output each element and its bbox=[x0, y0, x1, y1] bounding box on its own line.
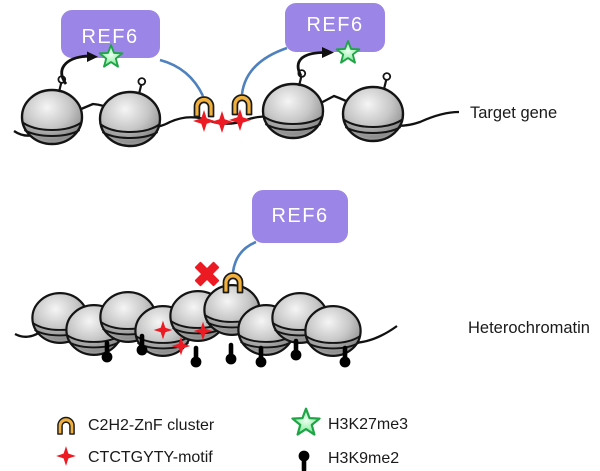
connector-line-left bbox=[159, 58, 205, 97]
connector-line-blocked bbox=[231, 240, 257, 273]
c2h2-znf-cluster-icon bbox=[231, 94, 253, 116]
ref6-label: REF6 bbox=[306, 14, 363, 36]
h3k27me3-icon bbox=[291, 407, 321, 436]
legend-label-h3k9me2: H3K9me2 bbox=[328, 450, 399, 467]
binding-arrow-right-head bbox=[322, 47, 334, 58]
ref6-label: REF6 bbox=[271, 205, 328, 227]
nucleosome bbox=[341, 85, 405, 143]
blocked-cross-icon bbox=[194, 261, 220, 287]
target-gene-diagram: REF6 REF6 Target gene bbox=[13, 3, 557, 148]
ctctgyty-motif-icon bbox=[56, 446, 76, 466]
connector-line-right bbox=[240, 46, 288, 95]
nucleosome bbox=[261, 82, 325, 140]
binding-arrow-left bbox=[60, 54, 88, 85]
target-gene-label: Target gene bbox=[470, 104, 557, 122]
legend: C2H2-ZnF cluster CTCTGYTY-motif H3K27me3… bbox=[56, 407, 408, 470]
legend-label-h3k27me3: H3K27me3 bbox=[328, 416, 408, 433]
h3k9me2-pin-icon bbox=[191, 348, 202, 367]
legend-item-h3k9me2: H3K9me2 bbox=[299, 450, 399, 470]
binding-arrow-right bbox=[296, 51, 324, 77]
histone-tail-icon bbox=[137, 76, 147, 96]
ref6-box bbox=[252, 190, 348, 243]
legend-item-h3k27me3: H3K27me3 bbox=[291, 407, 408, 436]
nucleosome bbox=[20, 88, 84, 146]
heterochromatin-label: Heterochromatin bbox=[468, 319, 590, 337]
nucleosome bbox=[98, 90, 162, 148]
heterochromatin-diagram: REF6 Heterochromatin bbox=[14, 190, 590, 367]
legend-label-motif: CTCTGYTY-motif bbox=[88, 449, 213, 466]
c2h2-znf-cluster-icon bbox=[57, 416, 75, 435]
ref6-label: REF6 bbox=[81, 26, 138, 48]
h3k9me2-pin-icon bbox=[226, 345, 237, 364]
nucleosome bbox=[304, 305, 362, 357]
histone-tail-icon bbox=[382, 71, 392, 91]
legend-label-znf: C2H2-ZnF cluster bbox=[88, 417, 215, 434]
legend-item-motif: CTCTGYTY-motif bbox=[56, 446, 213, 466]
ref6-box bbox=[61, 10, 160, 58]
binding-arrow-left-head bbox=[87, 51, 98, 62]
legend-item-znf: C2H2-ZnF cluster bbox=[57, 416, 215, 435]
h3k9me2-icon bbox=[299, 451, 310, 470]
ref6-box bbox=[285, 3, 385, 52]
